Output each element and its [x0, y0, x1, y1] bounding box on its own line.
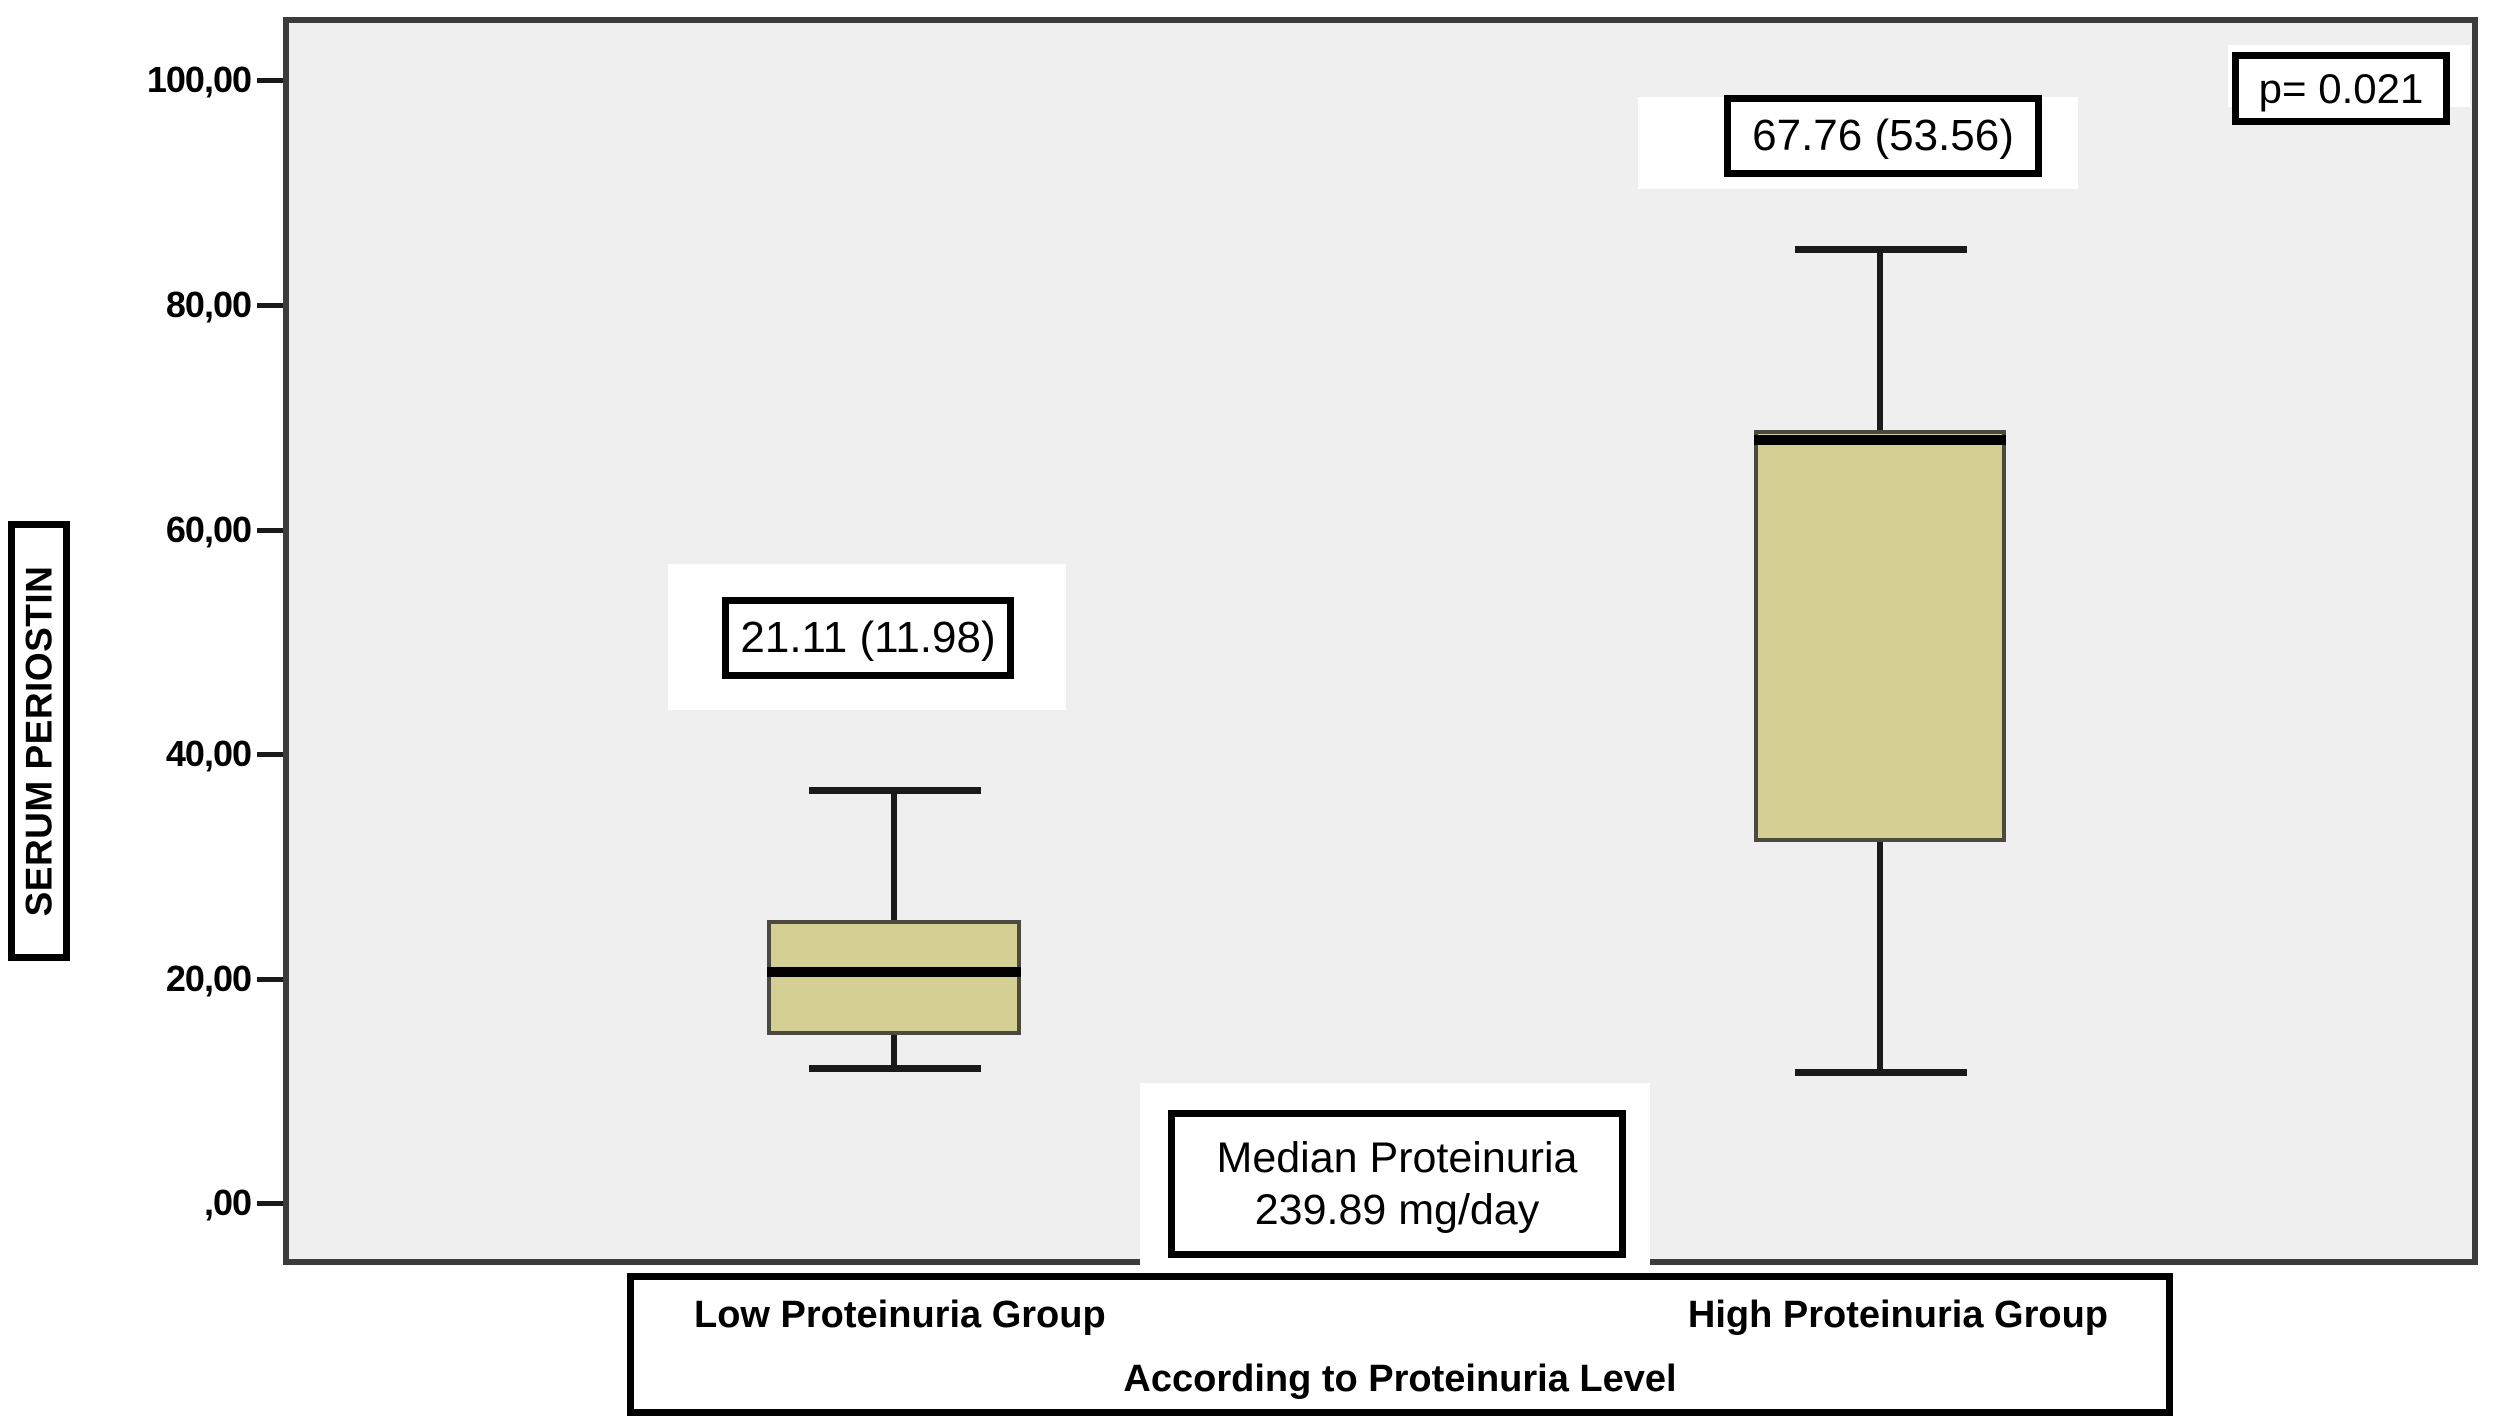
median-line [1754, 435, 2006, 445]
p-value-callout: p= 0.021 [2232, 52, 2450, 125]
lower-whisker-stem [891, 1035, 897, 1069]
y-axis-tick-label: 20,00 [165, 958, 252, 999]
box-iqr[interactable] [1754, 430, 2006, 842]
y-axis-tick-label: 100,00 [146, 59, 252, 100]
y-axis-tick-layer: 100,00 80,00 60,00 40,00 20,00 ,00 [0, 0, 283, 1426]
low-group-value-callout: 21.11 (11.98) [722, 597, 1014, 679]
upper-whisker-stem [891, 787, 897, 920]
lower-whisker-cap [809, 1065, 981, 1072]
y-axis-tick-mark [257, 527, 283, 533]
y-axis-tick-mark [257, 976, 283, 982]
y-axis-tick-label: ,00 [203, 1182, 252, 1223]
y-axis-tick-mark [257, 751, 283, 757]
y-axis-tick-label: 80,00 [165, 284, 252, 325]
x-axis-category-low-proteinuria-group: Low Proteinuria Group [694, 1294, 1106, 1336]
lower-whisker-stem [1877, 842, 1883, 1076]
y-axis-tick-label: 40,00 [165, 733, 252, 774]
y-axis-tick-mark [257, 77, 283, 83]
lower-whisker-cap [1795, 1069, 1967, 1076]
plot-inner [289, 23, 2472, 1259]
high-group-value-callout: 67.76 (53.56) [1724, 95, 2042, 177]
upper-whisker-stem [1877, 246, 1883, 430]
y-axis-title-box: SERUM PERIOSTIN [8, 521, 70, 961]
median-proteinuria-callout: Median Proteinuria 239.89 mg/day [1168, 1110, 1626, 1258]
box-iqr[interactable] [767, 920, 1021, 1035]
x-axis-label-box: Low Proteinuria Group High Proteinuria G… [627, 1273, 2173, 1416]
y-axis-tick-label: 60,00 [165, 509, 252, 550]
plot-area [283, 17, 2478, 1265]
median-line [767, 967, 1021, 977]
x-axis-title-label: According to Proteinuria Level [1123, 1358, 1677, 1400]
median-proteinuria-line-1: Median Proteinuria [1216, 1133, 1578, 1182]
y-axis-tick-mark [257, 302, 283, 308]
y-axis-tick-mark [257, 1200, 283, 1206]
x-axis-category-high-proteinuria-group: High Proteinuria Group [1687, 1294, 2108, 1336]
median-proteinuria-line-2: 239.89 mg/day [1254, 1186, 1540, 1234]
